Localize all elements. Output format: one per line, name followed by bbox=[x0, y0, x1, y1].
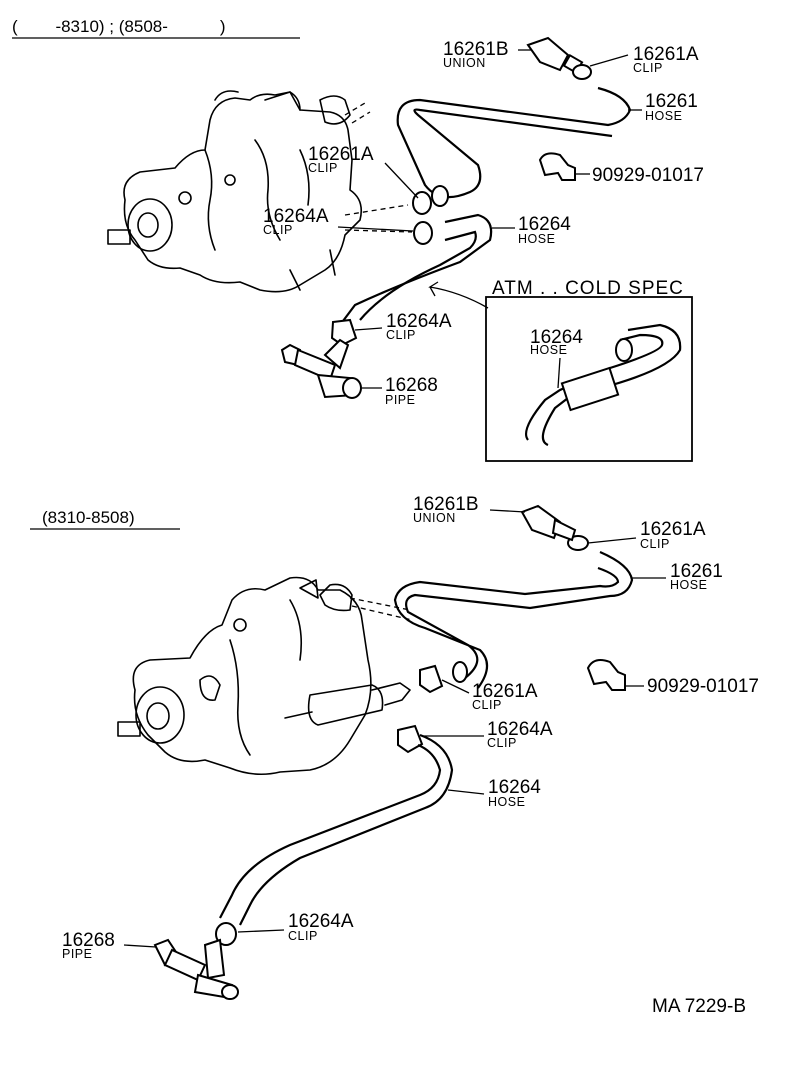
callout-90929-lower-number: 90929-01017 bbox=[647, 676, 759, 697]
inset-frame bbox=[485, 296, 693, 462]
figure-code: MA 7229-B bbox=[652, 996, 746, 1017]
hose-16264-upper bbox=[339, 213, 493, 326]
inset-part-name: HOSE bbox=[530, 343, 567, 357]
callout-16264-upper-name: HOSE bbox=[518, 232, 555, 246]
clip-16261a-pump-lower bbox=[419, 664, 444, 694]
callout-16261-upper-name: HOSE bbox=[645, 109, 682, 123]
cold-spec-inset: ATM . . COLD SPEC 16264 HOSE bbox=[485, 278, 693, 462]
callout-16264a-low-upper-name: CLIP bbox=[386, 328, 416, 342]
callout-16261-upper-number: 16261 bbox=[645, 91, 698, 112]
callout-16261a-mid-upper-name: CLIP bbox=[308, 161, 338, 175]
callout-16264-lower-number: 16264 bbox=[488, 777, 541, 798]
callout-16261b-upper-number: 16261B bbox=[443, 39, 509, 60]
pipe-16268-upper bbox=[280, 338, 362, 399]
hose-16261-lower bbox=[393, 550, 634, 689]
callout-16261b-lower-name: UNION bbox=[413, 511, 456, 525]
lower-header: (8310-8508) bbox=[42, 508, 135, 527]
clip-16264a-upper bbox=[330, 318, 358, 347]
callout-16264a-mid-lower-number: 16264A bbox=[487, 719, 553, 740]
callout-16261b-lower-number: 16261B bbox=[413, 494, 479, 515]
callout-16268-lower-number: 16268 bbox=[62, 930, 115, 951]
inset-part-number: 16264 bbox=[530, 327, 583, 348]
clip-16264a-bottom-lower bbox=[215, 922, 237, 946]
callout-16268-lower-name: PIPE bbox=[62, 947, 93, 961]
callout-16261a-mid-lower-name: CLIP bbox=[472, 698, 502, 712]
callout-16268-upper-number: 16268 bbox=[385, 375, 438, 396]
hose-16261-upper bbox=[396, 86, 632, 207]
callout-16264a-bottom-lower-number: 16264A bbox=[288, 911, 354, 932]
callout-16261a-mid-upper-number: 16261A bbox=[308, 144, 374, 165]
callout-16264a-mid-lower-name: CLIP bbox=[487, 736, 517, 750]
callout-16264-lower-name: HOSE bbox=[488, 795, 525, 809]
callout-16261b-upper-name: UNION bbox=[443, 56, 486, 70]
union-16261b-lower bbox=[520, 504, 589, 551]
injection-pump-illustration-lower bbox=[117, 576, 413, 776]
clip-90929-upper bbox=[538, 152, 576, 181]
hose-16264-lower bbox=[219, 733, 454, 926]
clip-16264a-mid-lower bbox=[397, 724, 424, 754]
callout-16268-upper-name: PIPE bbox=[385, 393, 416, 407]
pipe-16268-lower bbox=[153, 938, 239, 1000]
callout-16261a-top-upper-number: 16261A bbox=[633, 44, 699, 65]
inset-hose bbox=[524, 323, 682, 447]
callout-16261-lower-name: HOSE bbox=[670, 578, 707, 592]
lower-callouts: 16261B UNION 16261A CLIP 16261 HOSE 9092… bbox=[62, 494, 759, 961]
callout-16261a-top-lower-number: 16261A bbox=[640, 519, 706, 540]
injection-pump-illustration bbox=[107, 90, 371, 293]
callout-16261a-mid-lower-number: 16261A bbox=[472, 681, 538, 702]
union-16261b-upper bbox=[526, 36, 592, 80]
lower-section: (8310-8508) bbox=[30, 494, 759, 1000]
inset-arrow bbox=[428, 281, 489, 309]
upper-callouts: 16261B UNION 16261A CLIP 16261 HOSE 9092… bbox=[263, 39, 704, 407]
callout-16264a-mid-upper-number: 16264A bbox=[263, 206, 329, 227]
callout-16261-lower-number: 16261 bbox=[670, 561, 723, 582]
inset-title: ATM . . COLD SPEC bbox=[492, 278, 684, 299]
callout-16264a-bottom-lower-name: CLIP bbox=[288, 929, 318, 943]
callout-90929-upper-number: 90929-01017 bbox=[592, 165, 704, 186]
callout-16264a-mid-upper-name: CLIP bbox=[263, 223, 293, 237]
callout-16261a-top-upper-name: CLIP bbox=[633, 61, 663, 75]
upper-section: ( -8310) ; (8508- ) bbox=[12, 17, 704, 462]
clip-90929-lower bbox=[586, 659, 626, 691]
callout-16264a-low-upper-number: 16264A bbox=[386, 311, 452, 332]
upper-header: ( -8310) ; (8508- ) bbox=[12, 17, 226, 36]
callout-16264-upper-number: 16264 bbox=[518, 214, 571, 235]
callout-16261a-top-lower-name: CLIP bbox=[640, 537, 670, 551]
